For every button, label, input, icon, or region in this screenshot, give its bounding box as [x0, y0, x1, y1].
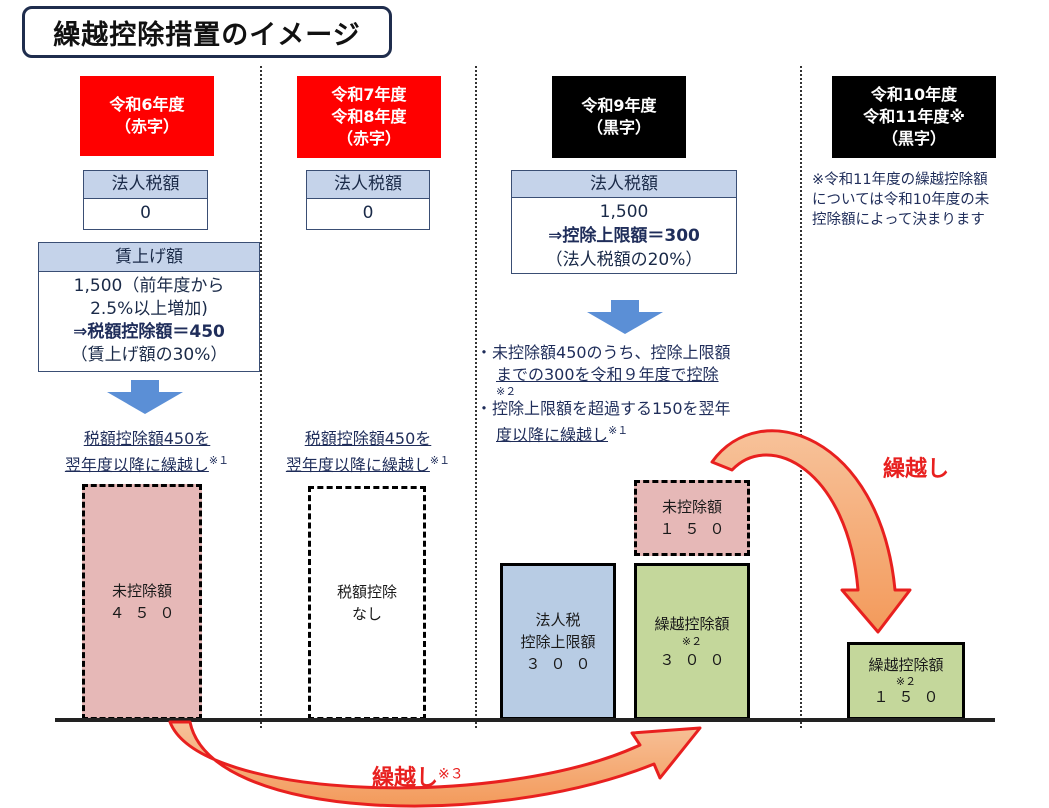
table-line: 1,500（前年度から: [73, 276, 225, 296]
baseline: [55, 718, 995, 722]
bar-label: なし: [351, 605, 382, 623]
carryover-note-r6: 税額控除額450を 翌年度以降に繰越し※１: [42, 428, 252, 476]
uncredited-amount-bar: 未控除額 ４５０: [82, 484, 202, 720]
table-value: 0: [362, 203, 374, 223]
year-label-line: （黒字）: [586, 118, 651, 137]
table-header: 法人税額: [84, 171, 207, 199]
year-label-line: （赤字）: [336, 129, 401, 148]
footnote-mark: ※２: [496, 385, 517, 398]
r11-footnote: ※令和11年度の繰越控除額 については令和10年度の未 控除額によって決まります: [812, 170, 1042, 230]
year-label-line: （赤字）: [114, 117, 179, 136]
table-line: ⇒税額控除額＝450: [73, 322, 225, 342]
bar-label: 税額控除: [336, 583, 397, 601]
wage-increase-table: 賃上げ額 1,500（前年度から 2.5%以上増加) ⇒税額控除額＝450 （賃…: [38, 242, 260, 372]
footnote-mark: ※２: [895, 674, 917, 688]
table-header: 法人税額: [307, 171, 429, 199]
footnote-mark: ※１: [208, 454, 230, 467]
down-arrow-icon: [107, 380, 183, 414]
bar-value: ３００: [659, 650, 735, 669]
footnote-mark: ※１: [429, 454, 451, 467]
bar-value: １５０: [873, 687, 949, 706]
year-label-line: 令和7年度: [331, 85, 407, 104]
bullet-item: ・未控除額450のうち、控除上限額 までの300を令和９年度で控除 ※２: [476, 342, 796, 398]
bar-value: ３００: [525, 654, 601, 673]
year-label-r9: 令和9年度 （黒字）: [552, 76, 686, 158]
footnote-mark: ※３: [438, 766, 464, 783]
uncredited-amount-bar: 未控除額 １５０: [634, 480, 750, 556]
note-line: については令和10年度の未: [812, 192, 990, 208]
bullet-text: 未控除額450のうち、控除上限額: [492, 343, 731, 362]
note-line: 税額控除額450を: [83, 429, 211, 448]
column-divider: [260, 66, 262, 728]
bar-label: 控除上限額: [520, 632, 596, 651]
year-label-r6: 令和6年度 （赤字）: [80, 76, 214, 156]
carryover-label-upper: 繰越し: [883, 457, 950, 482]
note-line: 控除額によって決まります: [812, 212, 985, 228]
bar-label: 繰越控除額: [868, 655, 944, 674]
carryover-note-r7: 税額控除額450を 翌年度以降に繰越し※１: [268, 428, 468, 476]
bullet-text: 度以降に繰越し: [496, 425, 609, 445]
footnote-mark: ※１: [608, 424, 629, 437]
table-value: 1,500: [599, 202, 649, 222]
table-line: （賃上げ額の30%）: [70, 345, 228, 365]
year-label-r10-r11: 令和10年度 令和11年度※ （黒字）: [832, 76, 996, 158]
bar-label: 未控除額: [661, 498, 722, 516]
table-line: 2.5%以上増加): [90, 299, 208, 319]
column-divider: [800, 66, 802, 728]
note-line: ※令和11年度の繰越控除額: [812, 172, 988, 188]
table-header: 法人税額: [512, 171, 736, 198]
corporate-tax-table: 法人税額 0: [306, 170, 430, 230]
year-label-line: 令和9年度: [581, 96, 657, 115]
year-label-line: 令和11年度※: [863, 107, 965, 126]
bullet-notes-r9: ・未控除額450のうち、控除上限額 までの300を令和９年度で控除 ※２ ・控除…: [476, 342, 796, 446]
corporate-tax-table: 法人税額 0: [83, 170, 208, 230]
tax-credit-cap-bar: 法人税 控除上限額 ３００: [500, 563, 616, 720]
carryover-credit-bar: 繰越控除額 ※２ ３００: [634, 563, 750, 720]
corporate-tax-table: 法人税額 1,500 ⇒控除上限額＝300 （法人税額の20%）: [511, 170, 737, 274]
table-header: 賃上げ額: [39, 243, 259, 272]
bar-value: １５０: [659, 520, 735, 538]
note-line: 翌年度以降に繰越し: [64, 455, 209, 475]
bullet-text: までの300を令和９年度で控除: [496, 365, 719, 384]
bar-label: 法人税: [535, 610, 581, 629]
table-value: 0: [140, 203, 151, 223]
bar-value: ４５０: [109, 604, 185, 622]
year-label-line: （黒字）: [881, 129, 946, 148]
no-credit-bar: 税額控除 なし: [308, 486, 426, 720]
note-line: 税額控除額450を: [304, 429, 432, 448]
bar-label: 繰越控除額: [654, 614, 730, 633]
year-label-line: 令和8年度: [331, 107, 407, 126]
carryover-credit-bar: 繰越控除額 ※２ １５０: [847, 642, 965, 720]
carryover-label-text: 繰越し: [372, 766, 439, 791]
column-divider: [475, 66, 477, 728]
year-label-line: 令和10年度: [870, 85, 958, 104]
table-line: ⇒控除上限額＝300: [548, 226, 700, 246]
page-title: 繰越控除措置のイメージ: [22, 6, 392, 58]
down-arrow-icon: [587, 300, 663, 334]
year-label-r7-r8: 令和7年度 令和8年度 （赤字）: [297, 76, 441, 158]
bullet-text: 控除上限額を超過する150を翌年: [492, 399, 731, 418]
year-label-line: 令和6年度: [109, 95, 185, 114]
carryover-label-lower: 繰越し※３: [372, 760, 464, 792]
note-line: 翌年度以降に繰越し: [285, 455, 430, 475]
table-line: （法人税額の20%）: [545, 250, 703, 270]
bullet-item: ・控除上限額を超過する150を翌年 度以降に繰越し※１: [476, 399, 731, 445]
footnote-mark: ※２: [681, 634, 703, 648]
bar-label: 未控除額: [111, 582, 172, 600]
